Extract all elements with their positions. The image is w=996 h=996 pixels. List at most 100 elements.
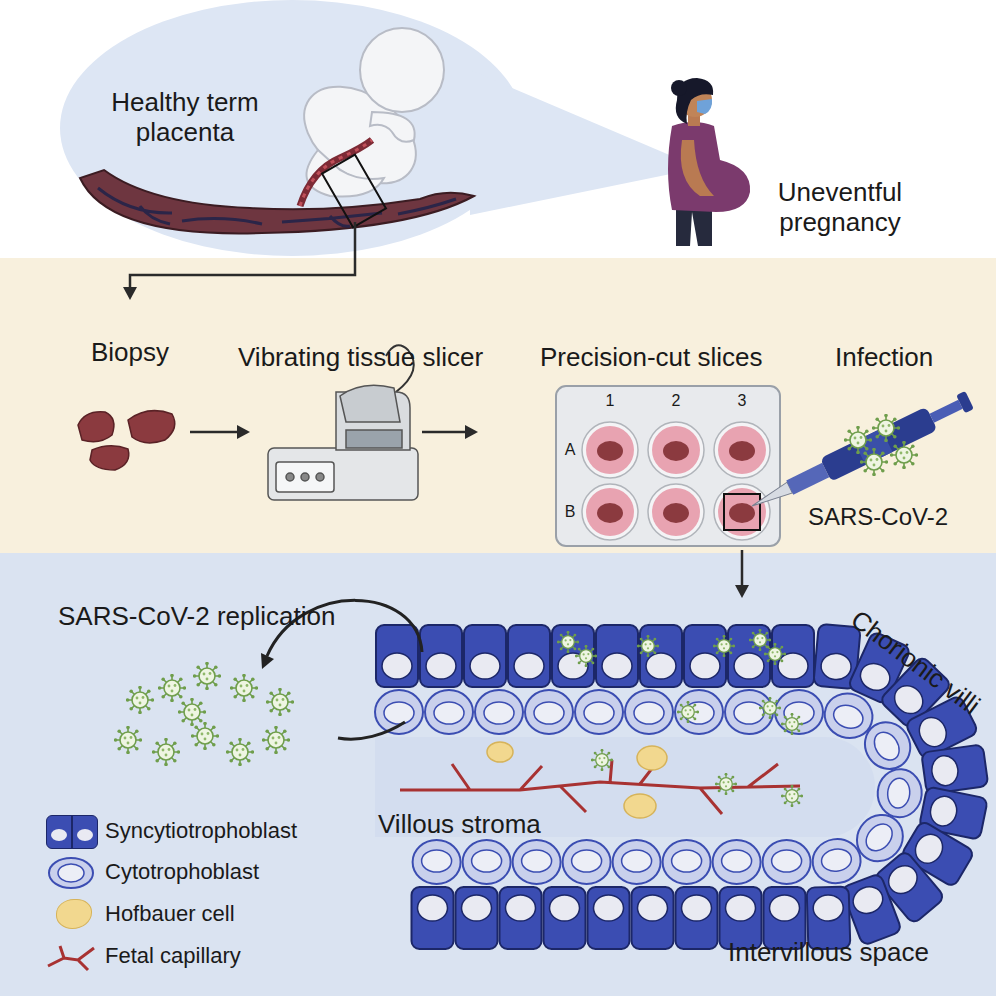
process-label: SARS-CoV-2 replication [58, 602, 335, 632]
well [582, 484, 638, 540]
cell-nucleus [534, 702, 564, 724]
cell-nucleus [58, 864, 84, 882]
cell-body [675, 690, 723, 734]
villus-cells [375, 624, 988, 950]
cell-nucleus [770, 895, 800, 921]
cell-body [425, 690, 473, 734]
fetus-arm [370, 112, 415, 142]
cell-nucleus [51, 829, 67, 841]
placenta-panel: Healthy term placenta [80, 25, 500, 222]
cell-nucleus [682, 895, 712, 921]
cell-body [809, 836, 863, 887]
cell-nucleus [861, 819, 898, 856]
cytotrophoblast-cell [713, 840, 761, 884]
cell-nucleus [690, 653, 720, 679]
hair-bun [671, 80, 687, 96]
virus [637, 635, 659, 657]
cytotrophoblast-cell [463, 840, 511, 884]
arm [681, 140, 714, 196]
medium [652, 488, 700, 536]
cell-nucleus [928, 794, 959, 829]
villus-panel: Chorionic villiVillous stroma [370, 598, 990, 990]
cell-body [563, 840, 611, 884]
cell-nucleus [594, 895, 624, 921]
virus [759, 697, 781, 719]
button [301, 473, 309, 481]
legend-text: Hofbauer cell [105, 901, 235, 926]
button [286, 473, 294, 481]
syncytiotrophoblast-cell [464, 625, 506, 687]
cell-body [632, 887, 674, 949]
cell-body [463, 840, 511, 884]
hofbauer-cell [624, 794, 656, 818]
cell-nucleus [77, 829, 93, 841]
connector-line [422, 431, 467, 434]
cytotrophoblast-cell [513, 840, 561, 884]
syncytiotrophoblast-cell [508, 625, 550, 687]
bubble-tail [470, 70, 700, 215]
legend-swatch [46, 815, 98, 849]
cell-body [456, 887, 498, 949]
medium [652, 426, 700, 474]
cell-nucleus [820, 847, 853, 873]
legend-text: Syncytiotrophoblast [105, 818, 297, 843]
tissue-piece [90, 446, 129, 470]
cell-body [544, 887, 586, 949]
cytotrophoblast-cell [525, 690, 573, 734]
virus [152, 738, 180, 766]
syncytiotrophoblast-cell [921, 744, 988, 794]
cell-body [596, 625, 638, 687]
cell-nucleus [522, 850, 552, 872]
cell-body [49, 858, 93, 888]
virus [193, 662, 221, 690]
syncytiotrophoblast-cell [676, 887, 718, 949]
medium [718, 426, 766, 474]
cell-body [376, 625, 418, 687]
cell-body [525, 690, 573, 734]
syncytiotrophoblast-cell [596, 625, 638, 687]
cell-body [464, 625, 506, 687]
capillary-sample [48, 946, 94, 970]
vibratome-base [268, 448, 418, 500]
biopsy-marker [322, 155, 386, 228]
syncytiotrophoblast-cell [412, 887, 454, 949]
syncytiotrophoblast-cell [684, 625, 726, 687]
virus [226, 738, 254, 766]
node-label: Uneventful pregnancy [765, 178, 915, 238]
hofbauer-cell [637, 746, 667, 770]
cell-body [588, 887, 630, 949]
mother-panel: Uneventful pregnancy [630, 78, 930, 250]
cytotrophoblast-cell [876, 767, 924, 818]
virus [591, 749, 613, 771]
connector-line [741, 550, 744, 587]
connector-line [190, 431, 239, 434]
cell-nucleus [820, 652, 852, 681]
column-number: 2 [666, 392, 686, 410]
cell-nucleus [422, 850, 452, 872]
cell-nucleus [831, 702, 866, 732]
cell-nucleus [484, 702, 514, 724]
method-band [0, 258, 996, 553]
virus [230, 674, 258, 702]
cytotrophoblast-cell [375, 690, 423, 734]
cell-nucleus [622, 850, 652, 872]
placenta [80, 170, 474, 233]
step-panel: Precision-cut slices [478, 335, 780, 550]
cell-nucleus [772, 850, 802, 872]
cell-body [663, 840, 711, 884]
vibratome-head [340, 385, 400, 422]
cell-body [575, 690, 623, 734]
cell-body [413, 840, 461, 884]
syncytiotrophoblast-cell [588, 887, 630, 949]
virus [713, 635, 735, 657]
arrowhead [735, 585, 749, 598]
virus [844, 426, 872, 454]
cell-nucleus [734, 702, 764, 724]
tissue-slice [729, 441, 755, 461]
virus [178, 698, 206, 726]
step-panel: InfectionSARS-CoV-2 [800, 335, 980, 545]
cell-nucleus [869, 728, 904, 765]
cell-nucleus [914, 713, 951, 752]
cytotrophoblast-cell [613, 840, 661, 884]
